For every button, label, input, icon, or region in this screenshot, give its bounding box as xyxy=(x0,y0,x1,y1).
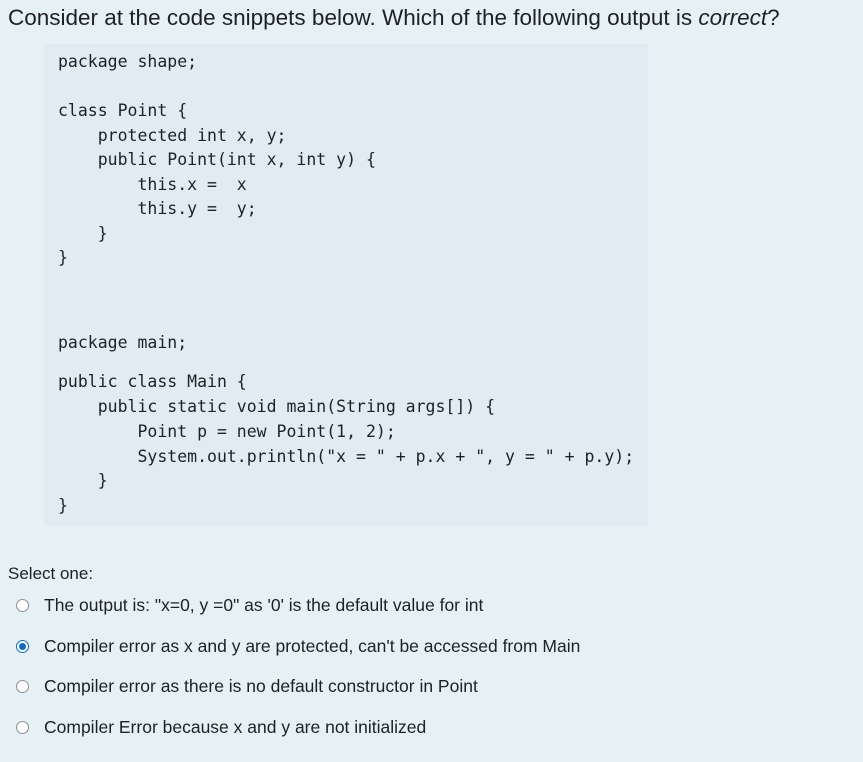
answer-option-protected[interactable]: Compiler error as x and y are protected,… xyxy=(16,634,580,658)
radio-button[interactable] xyxy=(16,679,29,693)
code-line: } xyxy=(58,224,108,243)
answer-option-not-initialized[interactable]: Compiler Error because x and y are not i… xyxy=(16,715,426,739)
code-line: this.x = x xyxy=(58,175,247,194)
answer-option-no-default-constructor[interactable]: Compiler error as there is no default co… xyxy=(16,674,478,698)
radio-button[interactable] xyxy=(16,598,29,612)
question-text: Consider at the code snippets below. Whi… xyxy=(8,4,780,32)
code-line: } xyxy=(58,496,68,515)
code-line: package shape; xyxy=(58,52,198,71)
code-line: Point p = new Point(1, 2); xyxy=(58,422,396,441)
code-line: public Point(int x, int y) { xyxy=(58,150,376,169)
answer-option-label[interactable]: The output is: "x=0, y =0" as '0' is the… xyxy=(44,595,484,615)
code-line: this.y = y; xyxy=(58,199,257,218)
code-line: System.out.println("x = " + p.x + ", y =… xyxy=(58,447,635,466)
code-line: package main; xyxy=(58,333,188,352)
code-line: public static void main(String args[]) { xyxy=(58,397,496,416)
code-snippet-box xyxy=(44,44,648,526)
question-text-emphasis: correct xyxy=(698,5,768,30)
code-line: protected int x, y; xyxy=(58,126,287,145)
select-one-prompt: Select one: xyxy=(8,564,94,583)
radio-button[interactable] xyxy=(16,720,29,734)
answer-option-label[interactable]: Compiler error as x and y are protected,… xyxy=(44,636,581,656)
question-text-suffix: ? xyxy=(767,5,780,30)
answer-option-label[interactable]: Compiler error as there is no default co… xyxy=(44,676,478,696)
answer-option-default-value[interactable]: The output is: "x=0, y =0" as '0' is the… xyxy=(16,593,483,617)
radio-button-selected[interactable] xyxy=(16,639,29,653)
question-text-prefix: Consider at the code snippets below. Whi… xyxy=(8,5,699,30)
code-line: } xyxy=(58,248,68,267)
code-line: class Point { xyxy=(58,101,188,120)
answer-option-label[interactable]: Compiler Error because x and y are not i… xyxy=(44,717,427,737)
code-line: public class Main { xyxy=(58,372,247,391)
code-line: } xyxy=(58,471,108,490)
